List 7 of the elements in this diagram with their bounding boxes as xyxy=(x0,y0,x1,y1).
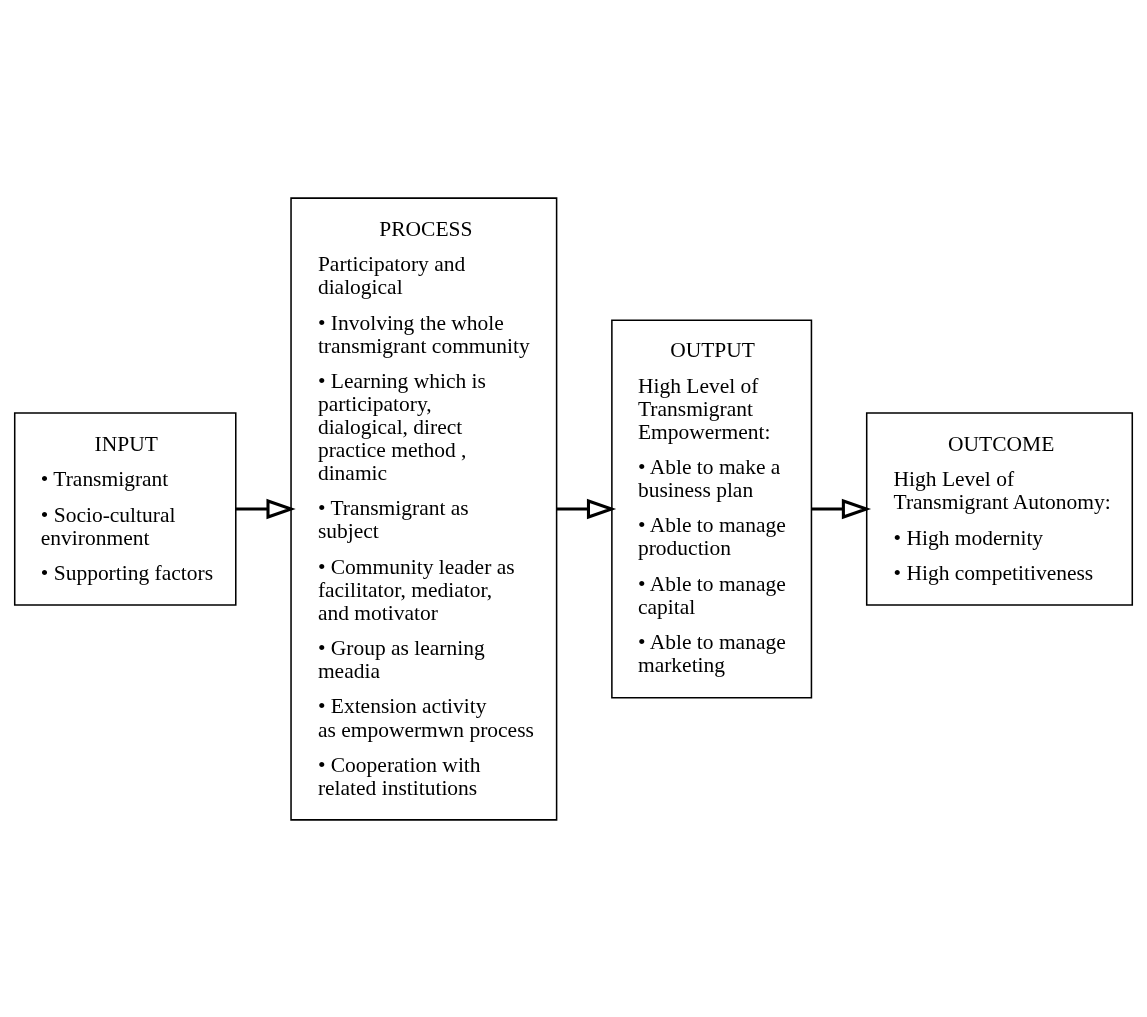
arrow xyxy=(811,498,872,519)
arrow xyxy=(556,498,617,519)
node-box: INPUT • Transmigrant • Socio-cultural environment • Supporting factors xyxy=(13,411,237,606)
node-box: PROCESS Participatory and dialogical • Involving the whole transmigrant community • Learning which is participatory, dialogical, direct practice method , dinamic • Transmigrant as subject • Community leader as facilitator, mediator, and motivator • Group as learning meadia • Extension activity as empowermwn process • Cooperation with related institutions xyxy=(290,196,558,821)
node-box: OUTPUT High Level of Transmigrant Empowerment: • Able to make a business plan • Able to manage production • Able to manage capital • Able to manage marketing xyxy=(611,318,813,699)
node-box: OUTCOME High Level of Transmigrant Autonomy: • High modernity • High competitiveness xyxy=(865,411,1134,606)
arrow xyxy=(236,498,296,519)
